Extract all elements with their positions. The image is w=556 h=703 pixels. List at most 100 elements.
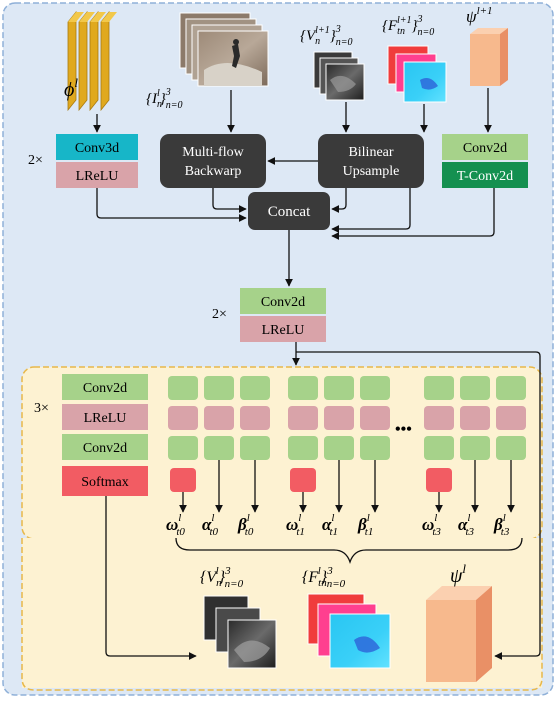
svg-text:Softmax: Softmax: [81, 475, 128, 490]
F-top-maps: [387, 45, 447, 103]
svg-text:LReLU: LReLU: [262, 323, 305, 338]
svg-text:Conv2d: Conv2d: [83, 441, 127, 456]
softmax-block: Softmax: [62, 466, 148, 496]
head-block: [424, 406, 454, 430]
psi-top-label: ψl+1: [466, 5, 493, 26]
svg-text:{Inl}3n=0: {Inl}3n=0: [146, 87, 183, 111]
svg-text:Conv2d: Conv2d: [261, 295, 305, 310]
head-block: [204, 376, 234, 400]
svg-text:Bilinear: Bilinear: [348, 145, 393, 160]
psi-bottom-label: ψl: [450, 561, 466, 587]
head-blocks-grid: [168, 376, 526, 513]
tconv2d-block: T-Conv2d: [442, 162, 528, 188]
head-block: [240, 376, 270, 400]
head-softmax-block: [426, 468, 452, 492]
svg-text:{Vnl}3n=0: {Vnl}3n=0: [200, 565, 244, 590]
svg-text:{Vnl+1}3n=0: {Vnl+1}3n=0: [300, 24, 352, 48]
conv2d-a-block: Conv2d: [62, 374, 148, 400]
conv2d-c-block: Conv2d: [62, 434, 148, 460]
svg-text:ψl+1: ψl+1: [466, 5, 493, 26]
head-block: [324, 406, 354, 430]
svg-text:LReLU: LReLU: [84, 411, 127, 426]
softmax-connector: [105, 496, 197, 660]
head-block: [288, 406, 318, 430]
head-block: [496, 436, 526, 460]
lrelu-top-block: LReLU: [56, 162, 138, 188]
multiplier-bottom: 3×: [34, 401, 49, 416]
head-block: [496, 406, 526, 430]
svg-text:ψl: ψl: [450, 561, 466, 587]
conv3d-block: Conv3d: [56, 134, 138, 160]
V-top-maps: [313, 51, 365, 101]
head-block: [168, 376, 198, 400]
head-block: [460, 436, 490, 460]
head-block: [204, 436, 234, 460]
head-block: [460, 376, 490, 400]
svg-text:Conv2d: Conv2d: [463, 141, 507, 156]
svg-text:Backwarp: Backwarp: [185, 164, 242, 179]
phi-slab: [67, 10, 84, 112]
phi-slab: [78, 10, 95, 112]
lrelu-mid-block: LReLU: [240, 316, 326, 342]
head-block: [240, 436, 270, 460]
head-block: [496, 376, 526, 400]
head-block: [168, 406, 198, 430]
grouping-brace: [175, 537, 523, 565]
svg-text:{Ftnl}3n=0: {Ftnl}3n=0: [302, 565, 346, 590]
multiflow-backwarp-block: Multi-flow Backwarp: [160, 134, 266, 188]
head-block: [288, 436, 318, 460]
phi-feature-stack: [67, 10, 117, 112]
svg-text:LReLU: LReLU: [76, 169, 119, 184]
multiplier-mid: 2×: [212, 307, 227, 322]
ellipsis: •••: [395, 421, 412, 438]
head-block: [360, 406, 390, 430]
svg-text:Conv3d: Conv3d: [75, 141, 119, 156]
phi-slab: [100, 10, 117, 112]
head-block: [240, 406, 270, 430]
head-block: [360, 436, 390, 460]
input-frames-stack: [179, 12, 269, 87]
head-softmax-block: [170, 468, 196, 492]
head-block: [424, 436, 454, 460]
V-bottom-maps: [203, 595, 277, 669]
svg-text:T-Conv2d: T-Conv2d: [457, 169, 513, 184]
conv2d-mid-block: Conv2d: [240, 288, 326, 314]
head-block: [324, 436, 354, 460]
connectors-top: [93, 88, 541, 660]
head-softmax-block: [290, 468, 316, 492]
svg-text:Upsample: Upsample: [343, 164, 400, 179]
psi-bottom-cube: [426, 586, 492, 682]
head-block: [168, 436, 198, 460]
conv2d-top-block: Conv2d: [442, 134, 528, 160]
head-block: [204, 406, 234, 430]
F-bottom-maps: [307, 593, 391, 669]
phi-slab: [89, 10, 106, 112]
phi-label: ϕl: [64, 75, 78, 101]
svg-text:Conv2d: Conv2d: [83, 381, 127, 396]
psi-top-cube: [470, 28, 508, 86]
bilinear-upsample-block: Bilinear Upsample: [318, 134, 424, 188]
head-block: [360, 376, 390, 400]
head-block: [288, 376, 318, 400]
svg-text:Multi-flow: Multi-flow: [182, 145, 244, 160]
multiplier-top: 2×: [28, 153, 43, 168]
svg-text:{Ftnl+1}3n=0: {Ftnl+1}3n=0: [382, 14, 434, 38]
concat-block: Concat: [248, 192, 330, 230]
svg-text:ϕl: ϕl: [64, 75, 78, 101]
